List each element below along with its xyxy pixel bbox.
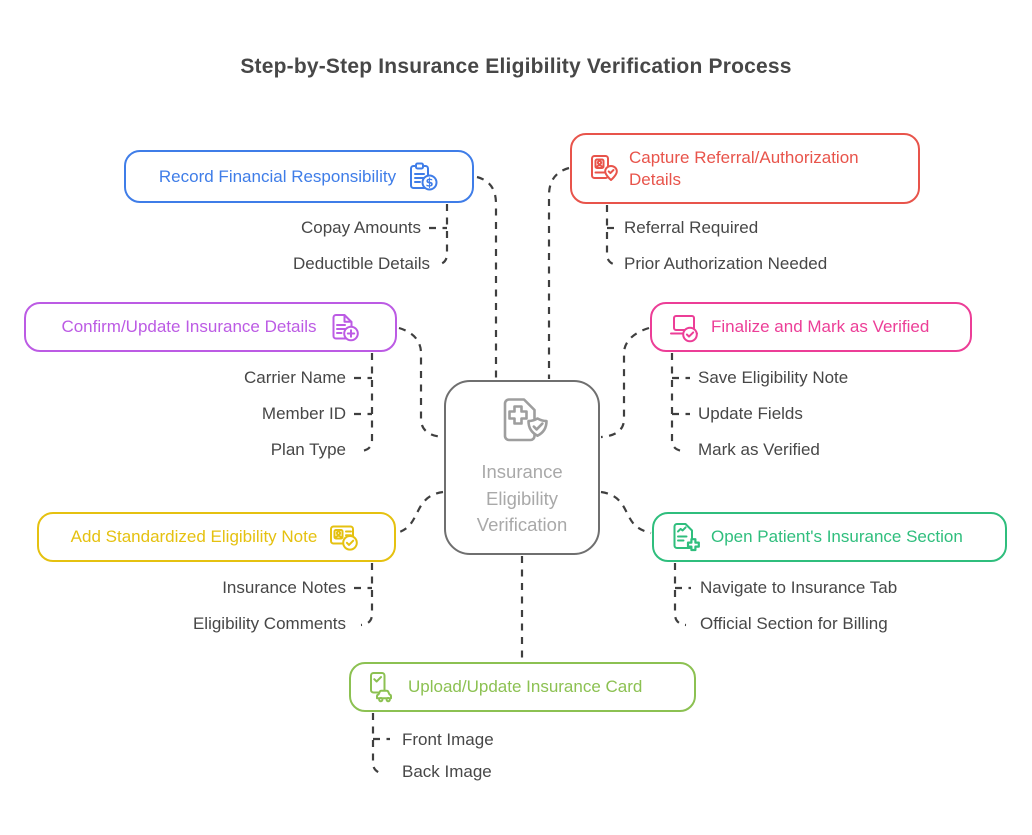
node-label: Add Standardized Eligibility Note [70, 527, 318, 547]
node-label: Open Patient's Insurance Section [711, 527, 963, 547]
sub-item-insurance-notes: Insurance Notes [222, 578, 346, 597]
sub-item-save-eligibility-note: Save Eligibility Note [698, 368, 849, 387]
center-node-label: Insurance Eligibility Verification [476, 460, 568, 536]
subline-open-insurance [673, 563, 687, 627]
node-capture-referral-authorization-details: Capture Referral/Authorization Details [570, 133, 920, 204]
document-medical-plus-icon [668, 520, 702, 554]
sub-item-prior-authorization-needed: Prior Authorization Needed [624, 254, 828, 273]
node-confirm-update-insurance-details: Confirm/Update Insurance Details [24, 302, 397, 352]
svg-text:$: $ [426, 175, 434, 189]
sub-item-referral-required: Referral Required [624, 218, 759, 237]
sub-item-update-fields: Update Fields [698, 404, 803, 423]
node-open-patients-insurance-section: Open Patient's Insurance Section [652, 512, 1007, 562]
node-insurance-eligibility-verification: Insurance Eligibility Verification [444, 380, 600, 555]
subline-record-financial [435, 204, 449, 267]
node-record-financial-responsibility: Record Financial Responsibility $ [124, 150, 474, 203]
sub-item-deductible-details: Deductible Details [292, 254, 430, 273]
clipboard-dollar-icon: $ [405, 161, 439, 193]
sub-item-official-section-for-billing: Official Section for Billing [700, 614, 888, 633]
node-finalize-and-mark-as-verified: Finalize and Mark as Verified [650, 302, 972, 352]
link-finalize-to-center [600, 326, 650, 439]
document-add-icon [326, 311, 360, 343]
id-card-location-pin-check-icon [586, 152, 620, 186]
node-label: Confirm/Update Insurance Details [61, 317, 317, 337]
node-add-standardized-eligibility-note: Add Standardized Eligibility Note [37, 512, 396, 562]
sub-item-plan-type: Plan Type [270, 440, 346, 459]
sub-item-mark-as-verified: Mark as Verified [698, 440, 820, 459]
link-record-financial-to-center [476, 175, 498, 379]
laptop-check-icon [666, 311, 702, 343]
node-label: Upload/Update Insurance Card [408, 677, 643, 697]
subline-confirm-update [360, 353, 374, 453]
sub-item-navigate-to-insurance-tab: Navigate to Insurance Tab [700, 578, 898, 597]
subline-finalize [670, 353, 684, 453]
link-add-note-to-center [396, 490, 444, 535]
subline-upload-card [371, 713, 385, 776]
page-title: Step-by-Step Insurance Eligibility Verif… [240, 55, 792, 78]
link-confirm-update-to-center [398, 326, 444, 439]
sub-item-copay-amounts: Copay Amounts [300, 218, 421, 237]
sub-item-front-image: Front Image [402, 730, 494, 749]
sub-item-member-id: Member ID [261, 404, 346, 423]
card-check-car-icon [363, 670, 399, 704]
subline-add-note [360, 563, 374, 627]
sub-item-eligibility-comments: Eligibility Comments [192, 614, 346, 633]
sub-item-carrier-name: Carrier Name [243, 368, 346, 387]
link-open-insurance-to-center [600, 490, 652, 535]
medical-document-shield-check-icon [491, 396, 553, 451]
subline-capture-referral [605, 205, 619, 267]
node-label: Finalize and Mark as Verified [711, 317, 930, 337]
node-label: Record Financial Responsibility [158, 166, 397, 186]
node-upload-update-insurance-card: Upload/Update Insurance Card [349, 662, 696, 712]
sub-item-back-image: Back Image [402, 762, 492, 781]
link-capture-referral-to-center [547, 166, 570, 379]
id-card-check-icon [326, 521, 362, 553]
node-label: Capture Referral/Authorization Details [629, 148, 859, 189]
